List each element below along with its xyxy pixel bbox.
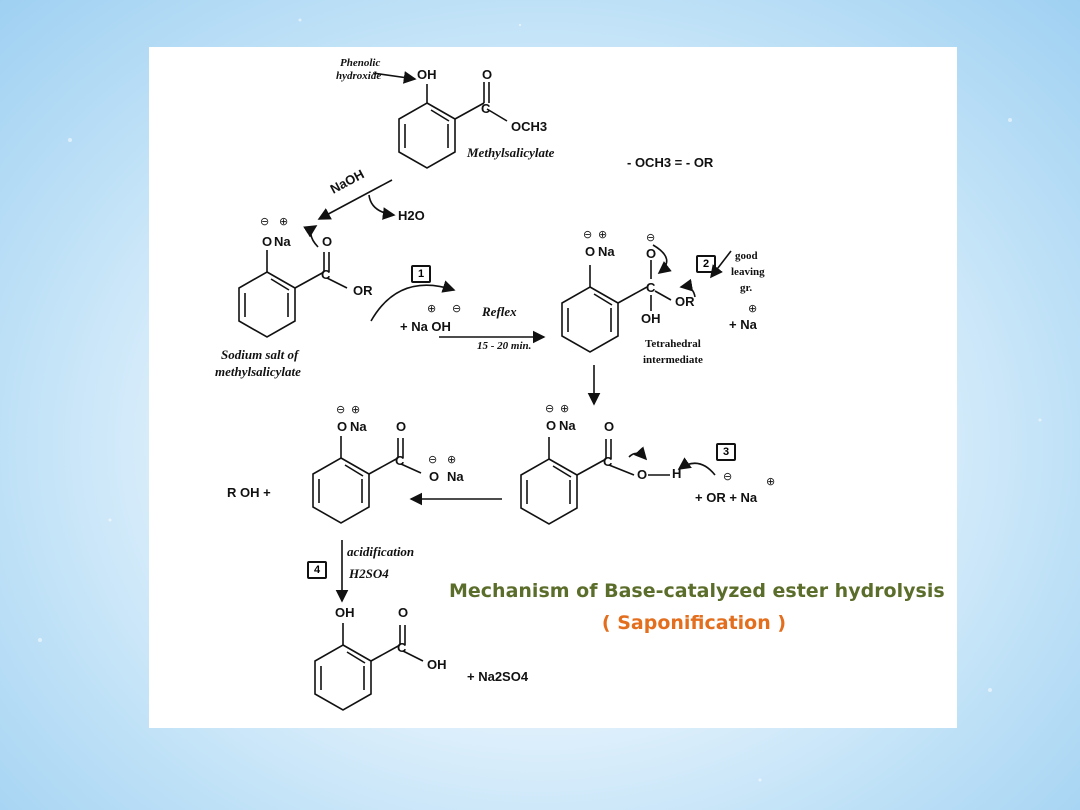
atom-na: Na [559, 418, 576, 433]
curved-arrow [679, 278, 696, 298]
step-1-badge: 1 [411, 265, 431, 283]
atom-c: C [603, 454, 613, 469]
charge-minus: ⊖ [646, 231, 656, 244]
atom-o: O [604, 419, 615, 434]
compound-name-tetrahedral: Tetrahedral [645, 338, 701, 350]
reagent-plus-naoh: + Na OH [400, 319, 451, 334]
charge-plus: ⊕ [560, 402, 570, 415]
benzene-ring [561, 286, 619, 353]
atom-o: O [429, 469, 440, 484]
atom-c: C [481, 101, 491, 116]
atom-o: O [396, 419, 407, 434]
benzene-ring [238, 271, 296, 338]
atom-oh: OH [335, 605, 355, 620]
atom-c: C [646, 280, 656, 295]
atom-o: O [398, 605, 409, 620]
step-4-badge: 4 [307, 561, 327, 579]
atom-na: Na [447, 469, 464, 484]
atom-h: H [672, 466, 682, 481]
atom-na: Na [274, 234, 291, 249]
reagent-h2so4: H2SO4 [349, 566, 389, 581]
label-phenolic: Phenolic [340, 57, 381, 69]
atom-o: O [337, 419, 348, 434]
condition-time: 15 - 20 min. [477, 340, 532, 352]
atom-o: O [322, 234, 333, 249]
curved-arrow [370, 280, 456, 322]
product-na2so4: + Na2SO4 [467, 669, 529, 684]
slide-subtitle: ( Saponification ) [601, 612, 787, 634]
atom-o: O [585, 244, 596, 259]
equivalence-label: - OCH3 = - OR [627, 155, 714, 170]
charge-minus: ⊖ [336, 403, 346, 416]
note-leaving: leaving [731, 266, 765, 278]
compound-name-methylsalicylate: Methylsalicylate [467, 145, 555, 160]
charge-minus: ⊖ [723, 470, 733, 483]
curved-arrow [652, 244, 672, 274]
benzene-ring [398, 102, 456, 169]
atom-o: O [262, 234, 273, 249]
step-3-badge: 3 [716, 443, 736, 461]
condition-reflex: Reflex [482, 304, 517, 319]
compound-name-intermediate: intermediate [643, 354, 703, 366]
label-hydroxide: hydroxide [336, 70, 382, 82]
benzene-ring [314, 644, 372, 711]
product-roh: R OH + [227, 485, 271, 500]
compound-name-line2: methylsalicylate [215, 364, 301, 379]
reaction-scheme-drawing [238, 71, 732, 711]
product-plus-or-na: + OR + Na [695, 490, 758, 505]
curved-arrow [628, 446, 648, 461]
charge-plus: ⊕ [766, 475, 776, 488]
charge-plus: ⊕ [427, 302, 437, 315]
benzene-ring [520, 458, 578, 525]
curved-arrow [677, 457, 716, 476]
curved-arrow [368, 194, 396, 220]
condition-acidification: acidification [347, 544, 415, 559]
charge-minus: ⊖ [428, 453, 438, 466]
charge-plus: ⊕ [279, 215, 289, 228]
atom-na: Na [350, 419, 367, 434]
group-oh: OH [427, 657, 447, 672]
curved-arrow [303, 225, 319, 248]
atom-o: O [646, 246, 657, 261]
charge-plus: ⊕ [351, 403, 361, 416]
charge-minus: ⊖ [452, 302, 462, 315]
charge-plus: ⊕ [598, 228, 608, 241]
atom-na: Na [598, 244, 615, 259]
benzene-ring [312, 457, 370, 524]
atom-o: O [482, 67, 493, 82]
slide-content: Phenolic hydroxide OH O C OCH3 Methylsal… [149, 47, 957, 728]
charge-minus: ⊖ [545, 402, 555, 415]
atom-c: C [321, 267, 331, 282]
note-good: good [735, 250, 758, 262]
step-2-badge: 2 [696, 255, 716, 273]
product-h2o: H2O [398, 208, 425, 223]
group-oh: OH [641, 311, 661, 326]
compound-name-line1: Sodium salt of [221, 347, 299, 362]
charge-plus: ⊕ [447, 453, 457, 466]
group-och3: OCH3 [511, 119, 548, 134]
note-gr: gr. [740, 282, 753, 294]
atom-o: O [637, 467, 648, 482]
group-or: OR [675, 294, 695, 309]
group-or: OR [353, 283, 373, 298]
atom-c: C [397, 640, 407, 655]
product-plus-na: + Na [729, 317, 757, 332]
reaction-arrow [317, 179, 393, 220]
atom-c: C [395, 453, 405, 468]
reaction-arrow [372, 71, 417, 84]
charge-minus: ⊖ [583, 228, 593, 241]
charge-minus: ⊖ [260, 215, 270, 228]
slide-title: Mechanism of Base-catalyzed ester hydrol… [449, 580, 945, 602]
atom-o: O [546, 418, 557, 433]
charge-plus: ⊕ [748, 302, 758, 315]
atom-oh: OH [417, 67, 437, 82]
